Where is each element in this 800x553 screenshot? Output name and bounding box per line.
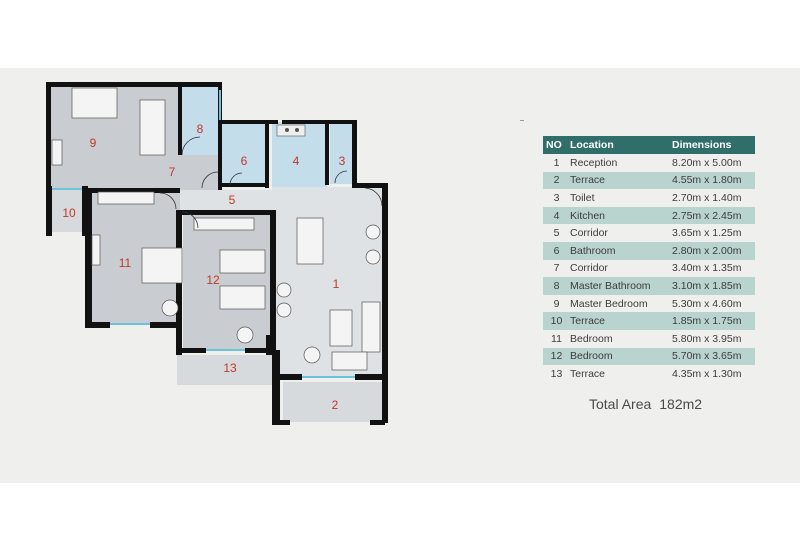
row-no: 1: [553, 156, 560, 169]
row-dimensions: 3.65m x 1.25m: [672, 227, 742, 240]
room-label-10: 10: [62, 206, 76, 220]
row-dimensions: 5.70m x 3.65m: [672, 350, 742, 363]
row-no: 3: [553, 191, 560, 204]
row-no: 5: [553, 227, 560, 240]
room-label-12: 12: [206, 273, 220, 287]
legend-header: NO Location Dimensions: [543, 136, 755, 154]
legend-row: 12 Bedroom 5.70m x 3.65m: [543, 347, 755, 366]
row-location: Kitchen: [570, 209, 606, 222]
room-label-1: 1: [332, 277, 340, 291]
row-dimensions: 2.75m x 2.45m: [672, 209, 742, 222]
legend-row: 5 Corridor 3.65m x 1.25m: [543, 224, 755, 242]
row-no: 13: [550, 367, 563, 380]
room-label-3: 3: [338, 154, 346, 168]
kitchen-sink: [276, 124, 306, 137]
row-dimensions: 5.30m x 4.60m: [672, 297, 742, 310]
windows: [52, 90, 355, 378]
room-label-6: 6: [240, 154, 248, 168]
room-label-11: 11: [118, 256, 132, 270]
row-location: Master Bathroom: [570, 279, 651, 292]
room-5-corridor: [180, 190, 275, 212]
legend-row: 3 Toilet 2.70m x 1.40m: [543, 189, 755, 207]
room-7-corridor: [130, 153, 220, 190]
total-area-value: 182m2: [659, 396, 703, 412]
legend-row: 11 Bedroom 5.80m x 3.95m: [543, 330, 755, 348]
room-label-8: 8: [196, 122, 204, 136]
legend-row: 7 Corridor 3.40m x 1.35m: [543, 260, 755, 278]
header-location: Location: [570, 139, 614, 151]
legend-row: 9 Master Bedroom 5.30m x 4.60m: [543, 295, 755, 313]
row-location: Master Bedroom: [570, 297, 648, 310]
legend-row: 1 Reception 8.20m x 5.00m: [543, 154, 755, 172]
row-no: 8: [553, 279, 560, 292]
row-no: 2: [553, 174, 560, 187]
room-6-bathroom: [222, 122, 267, 187]
room-3-toilet: [330, 122, 355, 184]
room-2-terrace: [283, 382, 383, 422]
row-location: Terrace: [570, 315, 606, 328]
header-dimensions: Dimensions: [672, 139, 732, 151]
room-label-7: 7: [168, 165, 176, 179]
row-no: 4: [553, 209, 560, 222]
legend-row: 4 Kitchen 2.75m x 2.45m: [543, 206, 755, 225]
row-dimensions: 2.80m x 2.00m: [672, 244, 742, 257]
row-location: Terrace: [570, 367, 606, 380]
row-dimensions: 1.85m x 1.75m: [672, 315, 742, 328]
room-label-5: 5: [228, 193, 236, 207]
room-label-9: 9: [89, 136, 97, 150]
row-dimensions: 3.40m x 1.35m: [672, 262, 742, 275]
row-no: 12: [550, 350, 563, 363]
row-location: Corridor: [570, 227, 608, 240]
room-label-2: 2: [331, 398, 339, 412]
row-dimensions: 4.35m x 1.30m: [672, 367, 742, 380]
header-no: NO: [546, 139, 562, 151]
row-location: Reception: [570, 156, 618, 169]
legend-row: 13 Terrace 4.35m x 1.30m: [543, 365, 755, 383]
room-legend-table: NO Location Dimensions 1 Reception 8.20m x…: [543, 136, 755, 383]
room-8-master-bathroom: [180, 85, 220, 155]
decorative-mark: [520, 120, 524, 121]
room-label-4: 4: [292, 154, 300, 168]
walls: [46, 82, 388, 425]
room-10-terrace: [50, 190, 85, 232]
legend-row: 8 Master Bathroom 3.10m x 1.85m: [543, 277, 755, 295]
row-dimensions: 3.10m x 1.85m: [672, 279, 742, 292]
row-location: Bedroom: [570, 332, 613, 345]
furniture: [51, 87, 381, 371]
row-location: Bedroom: [570, 350, 613, 363]
row-dimensions: 2.70m x 1.40m: [672, 191, 742, 204]
legend-row: 2 Terrace 4.55m x 1.80m: [543, 171, 755, 190]
row-no: 6: [553, 244, 560, 257]
row-dimensions: 4.55m x 1.80m: [672, 174, 742, 187]
row-location: Bathroom: [570, 244, 616, 257]
row-no: 11: [551, 332, 562, 345]
row-dimensions: 8.20m x 5.00m: [672, 156, 742, 169]
row-location: Terrace: [570, 174, 606, 187]
legend-row: 6 Bathroom 2.80m x 2.00m: [543, 241, 755, 260]
total-area: Total Area 182m2: [589, 396, 710, 412]
row-no: 10: [550, 315, 563, 328]
legend-row: 10 Terrace 1.85m x 1.75m: [543, 312, 755, 330]
row-dimensions: 5.80m x 3.95m: [672, 332, 742, 345]
row-no: 9: [553, 297, 560, 310]
total-area-label: Total Area: [589, 396, 652, 412]
room-label-13: 13: [223, 361, 237, 375]
doors: [159, 136, 383, 229]
row-location: Toilet: [570, 191, 595, 204]
row-location: Corridor: [570, 262, 608, 275]
room-13-terrace: [177, 355, 275, 385]
room-12-bedroom: [183, 215, 275, 350]
row-no: 7: [553, 262, 560, 275]
